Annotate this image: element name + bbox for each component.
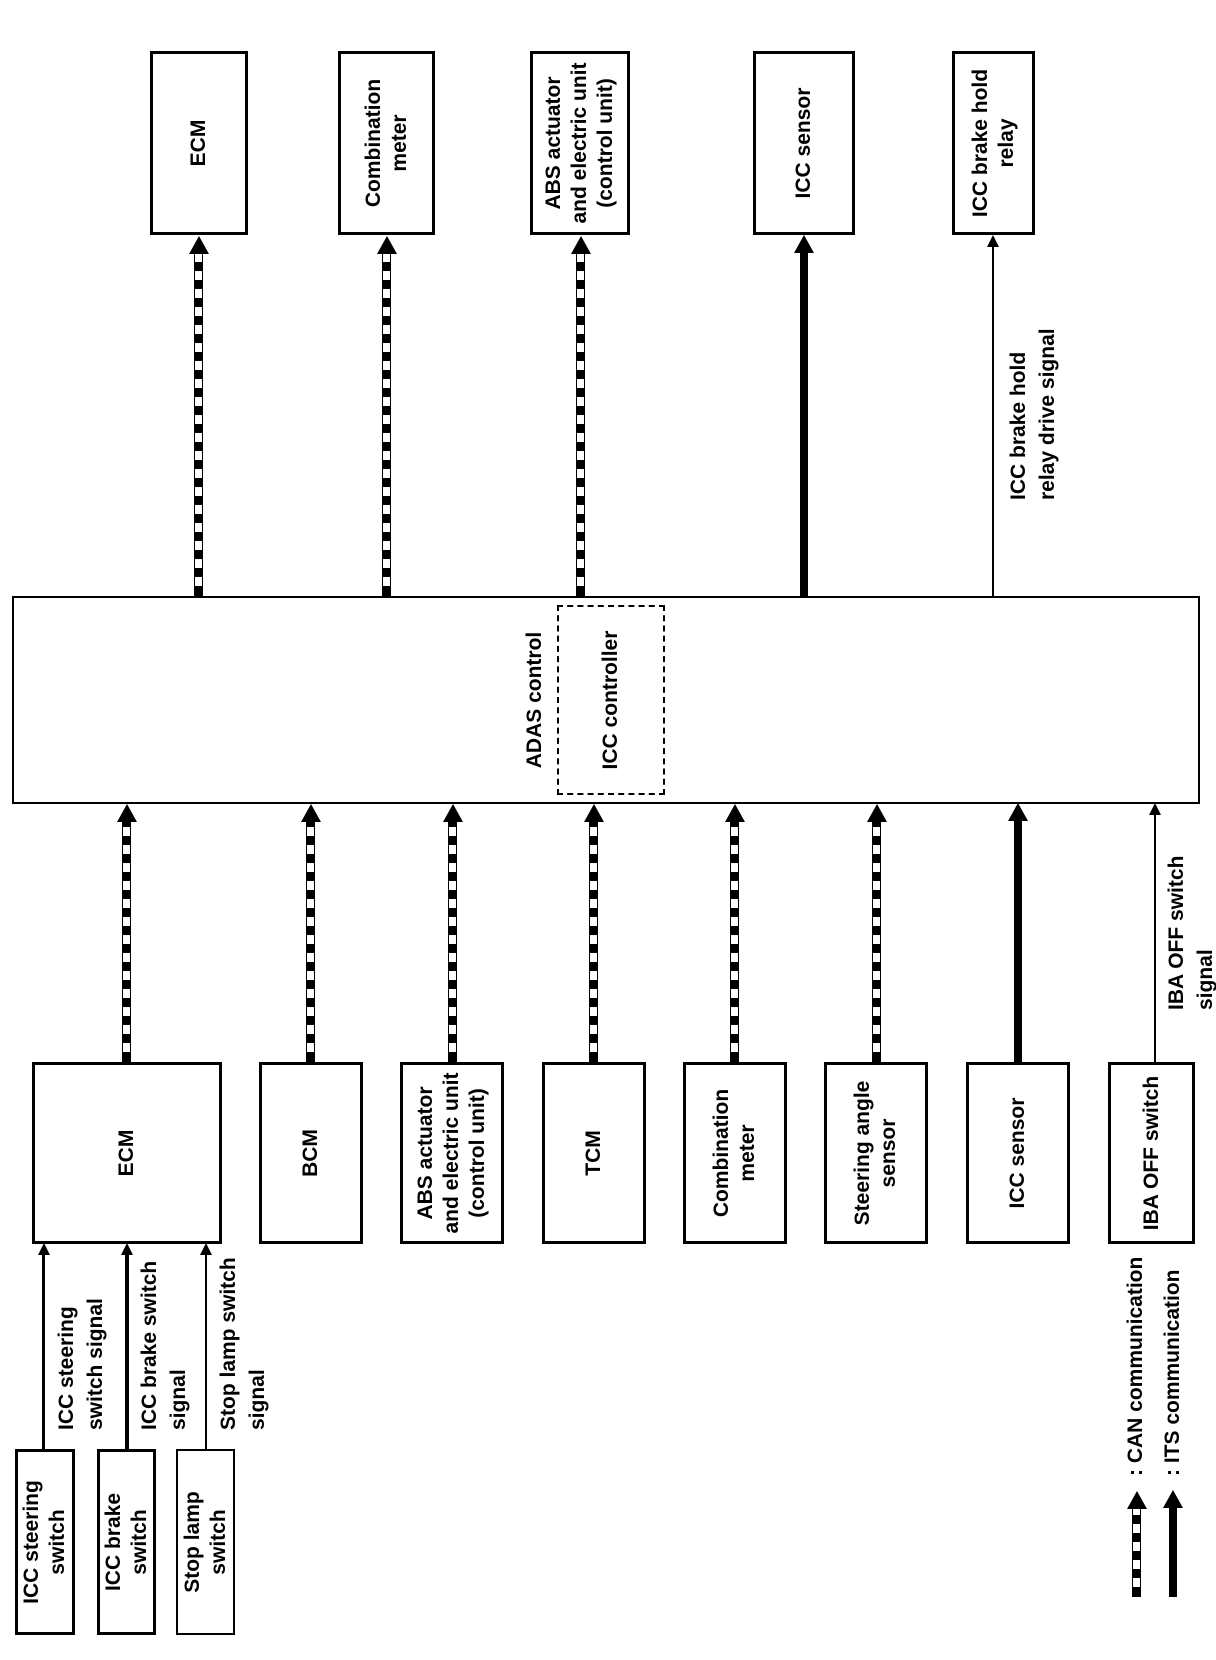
iba-off-switch-signal-arrow bbox=[1154, 815, 1156, 1062]
can-arrow-abs-in bbox=[448, 821, 457, 1062]
input-iba-off-switch-box: IBA OFF switch bbox=[1108, 1062, 1195, 1244]
input-bcm-box: BCM bbox=[259, 1062, 363, 1244]
icc-steering-switch-signal-arrow bbox=[42, 1255, 45, 1449]
stop-lamp-switch-signal-arrow bbox=[205, 1255, 207, 1449]
adas-control-label: ADAS control bbox=[523, 631, 546, 769]
can-arrow-ecm-in bbox=[122, 821, 131, 1062]
input-abs-actuator-box: ABS actuator and electric unit (control … bbox=[400, 1062, 504, 1244]
can-arrow-bcm-in bbox=[306, 821, 315, 1062]
output-combination-meter-box: Combination meter bbox=[338, 51, 435, 235]
input-icc-sensor-box: ICC sensor bbox=[966, 1062, 1070, 1244]
can-arrow-ecm-out bbox=[194, 253, 203, 596]
icc-brake-switch-box: ICC brake switch bbox=[97, 1449, 156, 1635]
its-arrow-icc-sensor-in bbox=[1014, 821, 1022, 1062]
icc-steering-switch-box: ICC steering switch bbox=[15, 1449, 75, 1635]
stop-lamp-switch-box: Stop lamp switch bbox=[176, 1449, 235, 1635]
input-tcm-box: TCM bbox=[542, 1062, 646, 1244]
can-arrow-abs-out bbox=[576, 253, 585, 596]
input-steering-angle-sensor-box: Steering angle sensor bbox=[824, 1062, 928, 1244]
input-ecm-box: ECM bbox=[32, 1062, 222, 1244]
legend-can-arrow bbox=[1132, 1508, 1141, 1597]
output-abs-actuator-box: ABS actuator and electric unit (control … bbox=[530, 51, 630, 235]
legend-its-label: : ITS communication bbox=[1161, 1269, 1184, 1476]
output-icc-brake-hold-relay-box: ICC brake hold relay bbox=[952, 51, 1035, 235]
can-arrow-tcm-in bbox=[589, 821, 598, 1062]
icc-brake-hold-relay-drive-signal-label: ICC brake hold relay drive signal bbox=[1007, 328, 1059, 500]
icc-brake-hold-relay-drive-arrow bbox=[992, 247, 994, 596]
iba-off-switch-signal-label: IBA OFF switch signal bbox=[1165, 855, 1216, 1010]
can-arrow-combination-meter-out bbox=[382, 253, 391, 596]
input-combination-meter-box: Combination meter bbox=[683, 1062, 787, 1244]
stop-lamp-switch-signal-label: Stop lamp switch signal bbox=[217, 1257, 269, 1430]
can-arrow-combination-meter-in bbox=[730, 821, 739, 1062]
can-arrow-steering-angle-sensor-in bbox=[872, 821, 881, 1062]
its-arrow-icc-sensor-out bbox=[800, 253, 808, 596]
legend-can-label: : CAN communication bbox=[1124, 1256, 1147, 1476]
output-ecm-box: ECM bbox=[150, 51, 248, 235]
legend-its-arrow bbox=[1169, 1508, 1177, 1597]
icc-brake-switch-signal-arrow bbox=[125, 1255, 129, 1449]
output-icc-sensor-box: ICC sensor bbox=[753, 51, 855, 235]
icc-brake-switch-signal-label: ICC brake switch signal bbox=[138, 1260, 190, 1430]
icc-controller-box: ICC controller bbox=[557, 605, 665, 795]
icc-steering-switch-signal-label: ICC steering switch signal bbox=[55, 1298, 107, 1430]
